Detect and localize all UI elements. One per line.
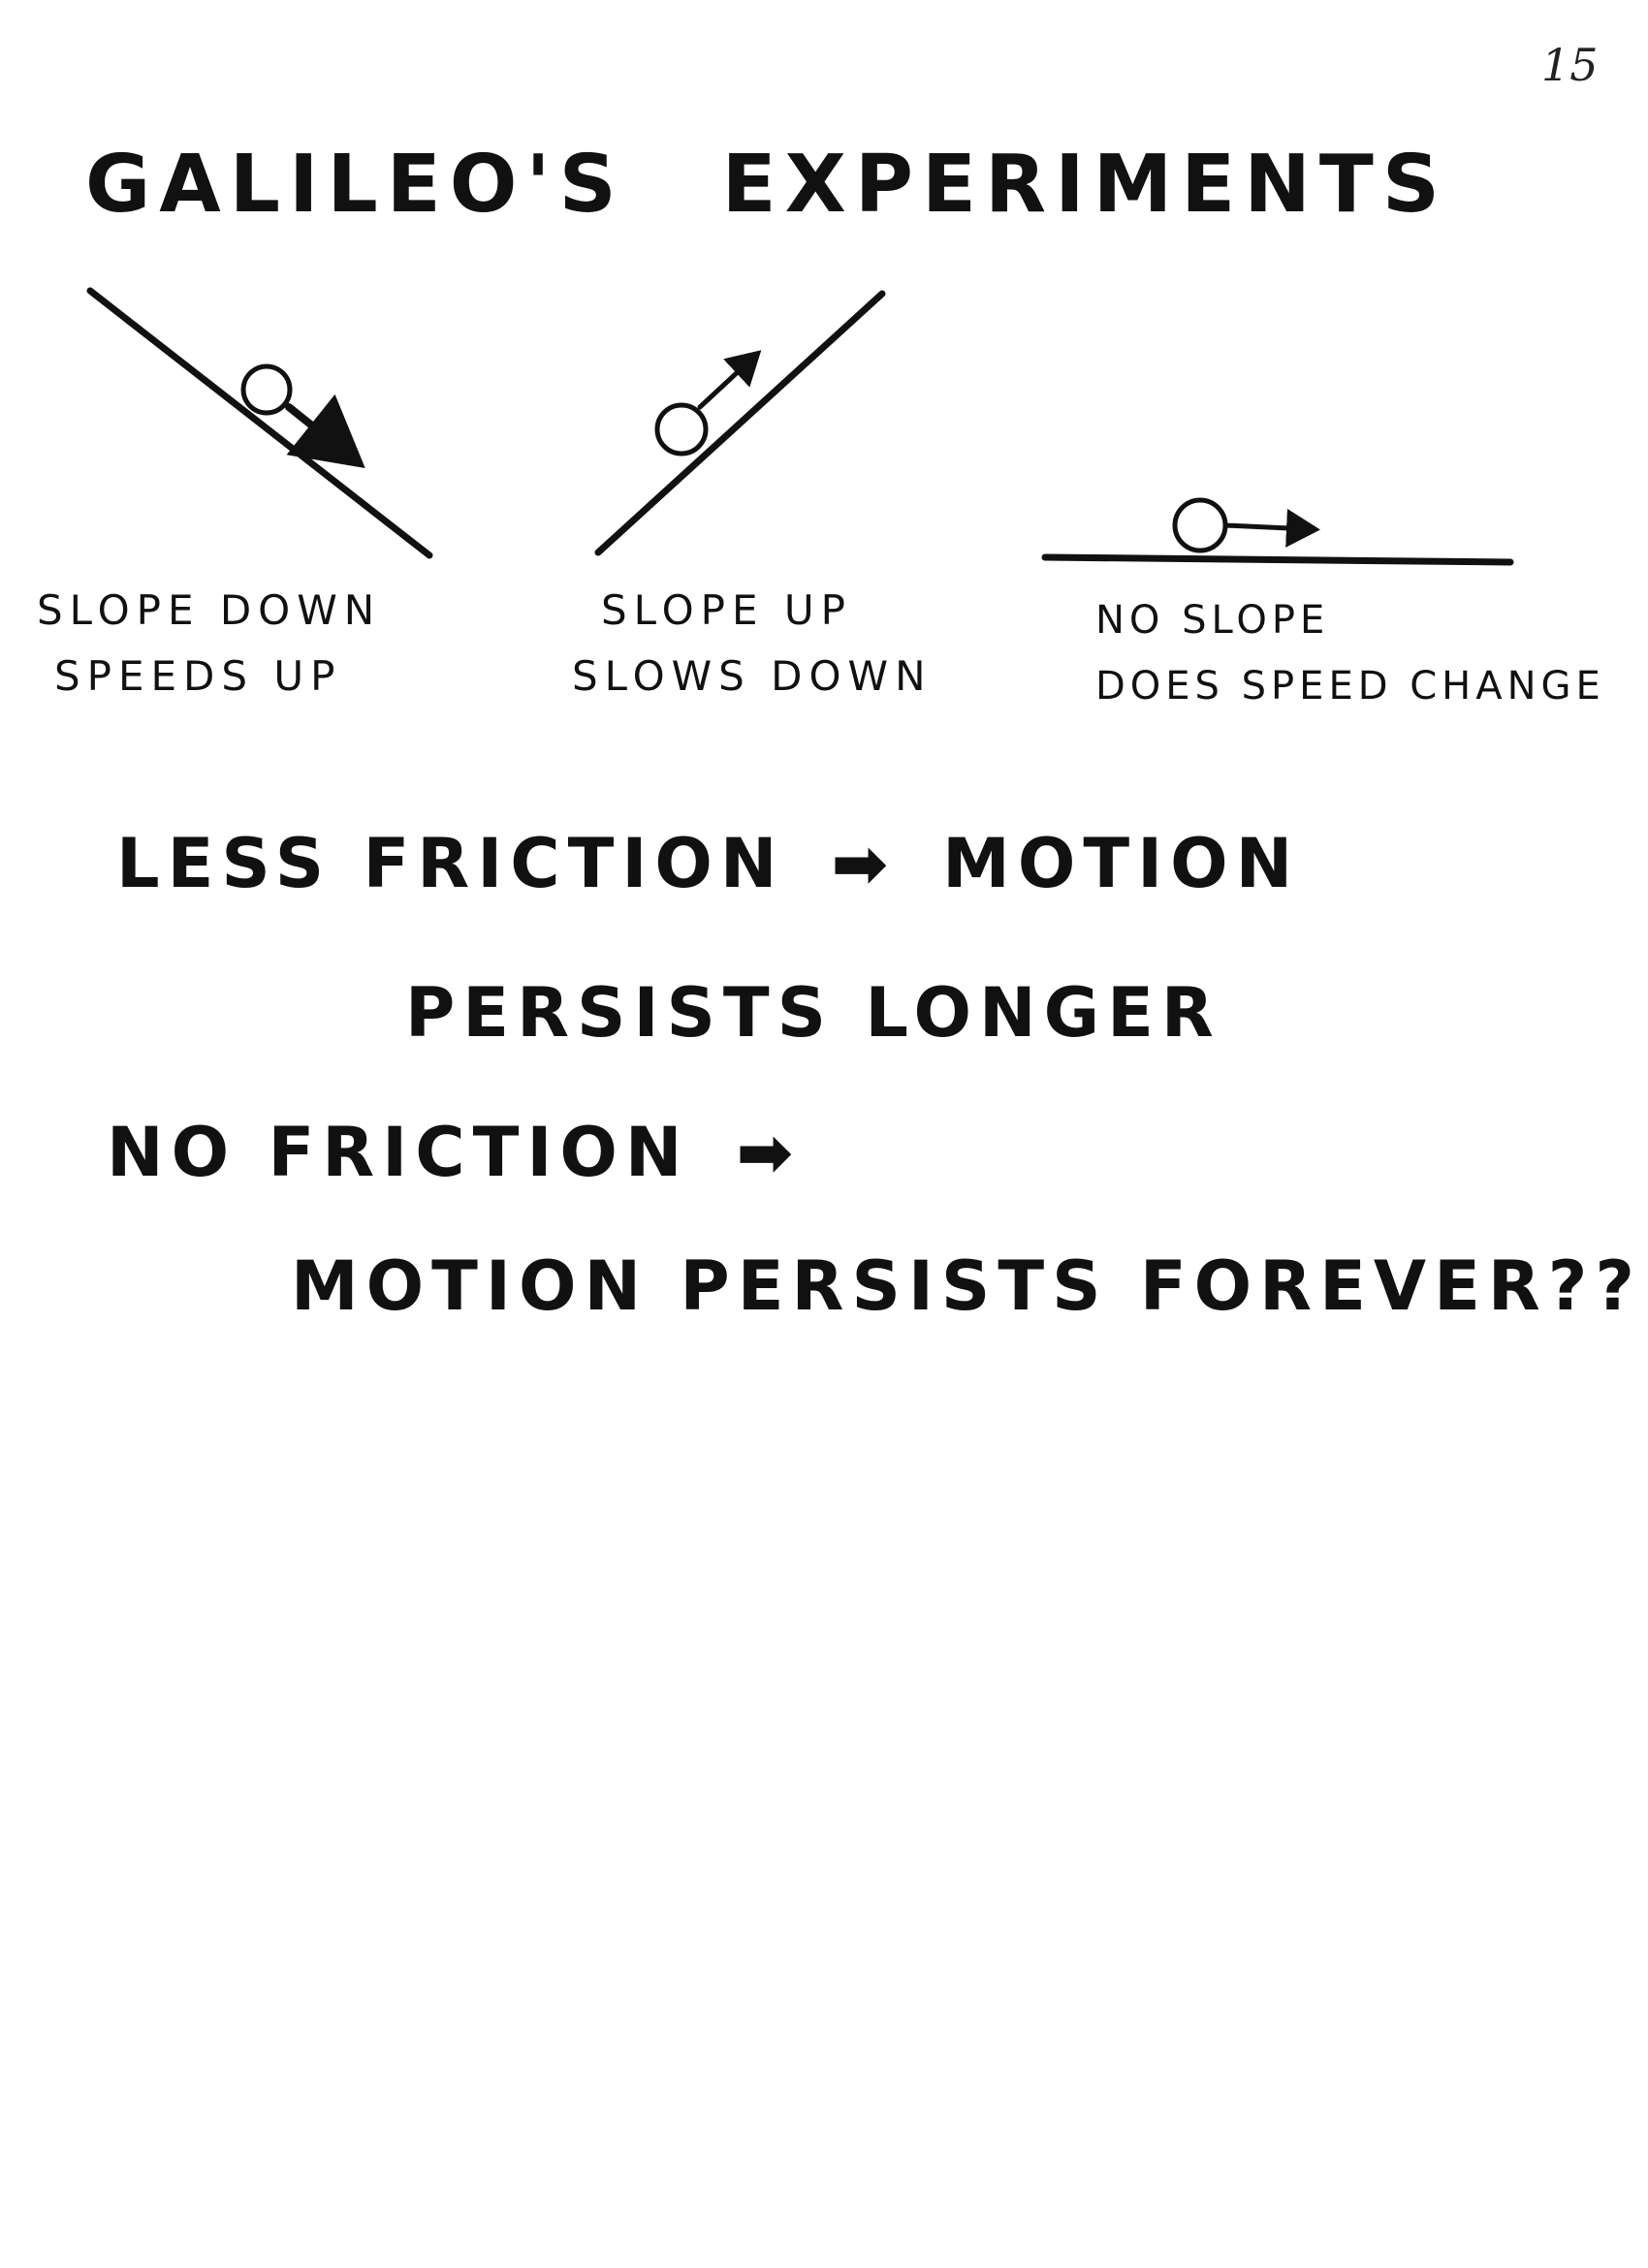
title-word-experiments: EXPERIMENTS: [721, 139, 1448, 231]
caption-no-slope-line2: DOES SPEED CHANGE: [1095, 664, 1605, 709]
less-friction-effect-a: MOTION: [942, 824, 1301, 903]
conclusion-less-friction-line2: PERSISTS LONGER: [405, 979, 1221, 1047]
caption-slope-up-line1: SLOPE UP: [601, 586, 852, 634]
less-friction-cause: LESS FRICTION: [116, 824, 785, 903]
conclusion-no-friction-line2: MOTION PERSISTS FOREVER??: [291, 1252, 1642, 1320]
slope-up-ball: [654, 402, 709, 457]
title-word-galileos: GALILEO'S: [85, 139, 625, 231]
no-friction-arrow-icon: ➡: [736, 1113, 802, 1192]
no-friction-cause: NO FRICTION: [107, 1113, 690, 1192]
no-slope-ball: [1172, 497, 1228, 553]
slope-up-arrow: [697, 350, 762, 410]
caption-no-slope: NO SLOPE DOES SPEED CHANGE: [1095, 587, 1605, 719]
conclusion-less-friction-line1: LESS FRICTION➡MOTION: [116, 830, 1300, 898]
slope-down-incline: [86, 287, 433, 559]
conclusion-no-friction-line1: NO FRICTION➡: [107, 1118, 847, 1186]
less-friction-effect-b: PERSISTS LONGER: [405, 973, 1221, 1053]
slope-down-diagram: [86, 287, 433, 559]
slope-up-diagram: [594, 290, 886, 556]
less-friction-arrow-icon: ➡: [831, 824, 897, 903]
slope-up-incline: [594, 290, 886, 556]
page-number: 15: [1541, 39, 1599, 91]
slope-down-arrow: [285, 394, 365, 468]
caption-slope-up: SLOPE UP SLOWS DOWN: [572, 578, 933, 709]
caption-slope-down-line1: SLOPE DOWN: [37, 586, 382, 634]
slope-down-ball: [240, 363, 293, 416]
caption-slope-up-line2: SLOWS DOWN: [572, 652, 933, 700]
no-slope-arrow: [1222, 508, 1320, 548]
caption-no-slope-line1: NO SLOPE: [1095, 598, 1330, 643]
no-slope-diagram: [1041, 497, 1514, 566]
no-slope-surface: [1041, 553, 1514, 566]
caption-slope-down-line2: SPEEDS UP: [54, 652, 342, 700]
no-friction-effect: MOTION PERSISTS FOREVER??: [291, 1246, 1642, 1326]
caption-slope-down: SLOPE DOWN SPEEDS UP: [37, 578, 381, 709]
